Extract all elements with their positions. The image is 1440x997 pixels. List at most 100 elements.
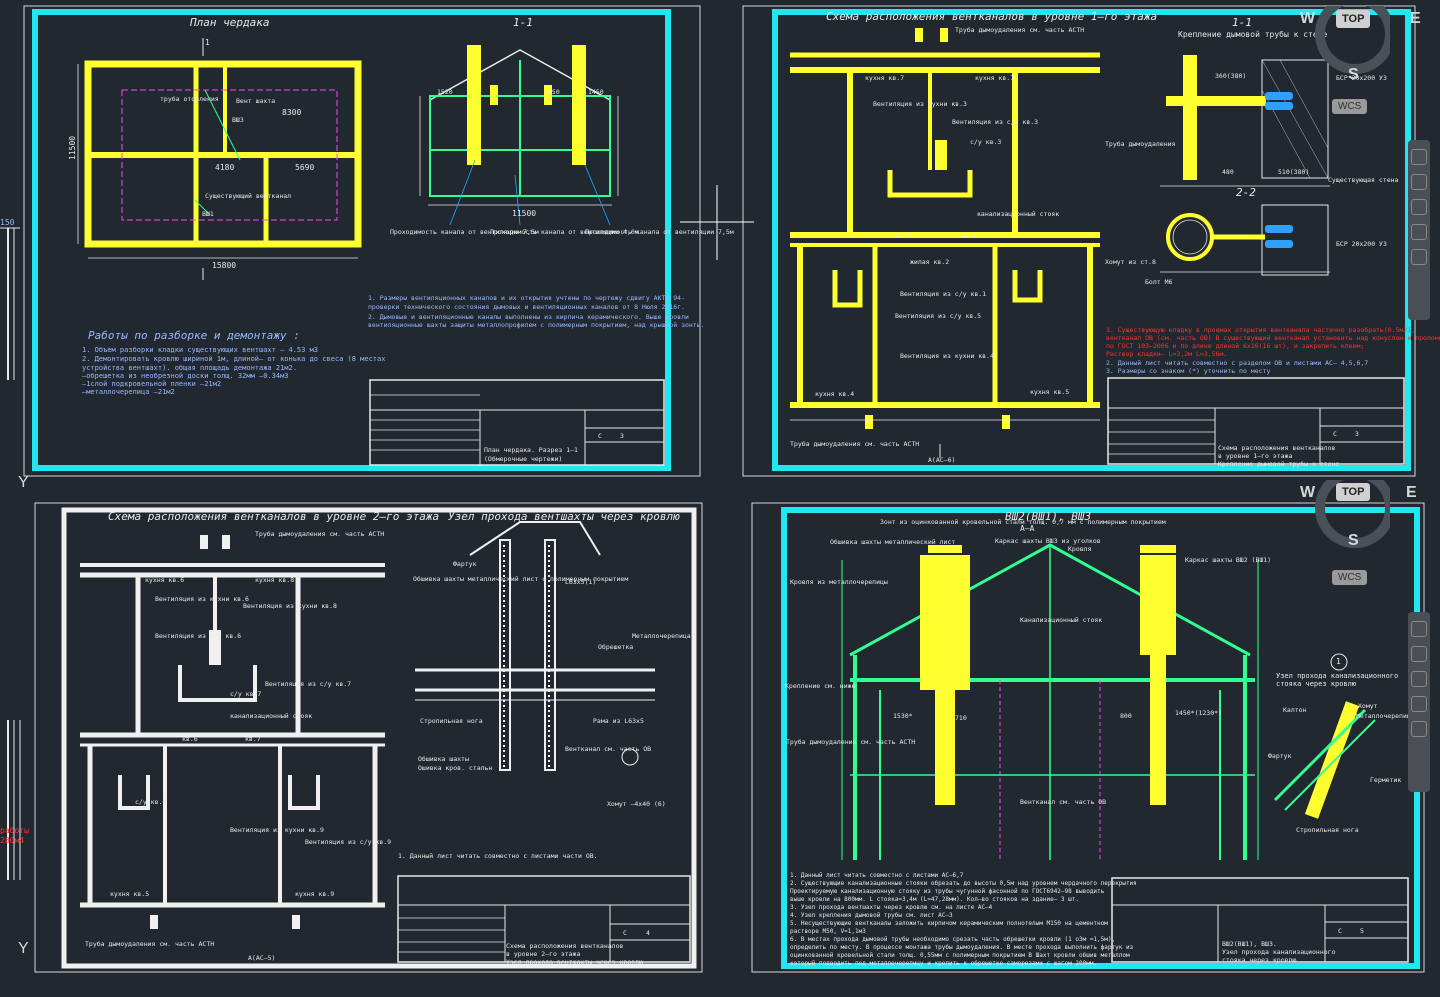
sheet4-stamp-title-a: ВШ2(ВШ1), ВШ3. — [1222, 940, 1277, 948]
sheet3-label-lathing: Обрешетка — [598, 643, 634, 651]
sheet2-label-bolt: Болт М6 — [1145, 278, 1173, 286]
compass-w-upper[interactable]: W — [1300, 10, 1316, 27]
sheet3-label-cladding: Обшивка шахты металлический лист с полим… — [413, 575, 629, 583]
sheet3-label-rafter: Стропильная нога — [420, 717, 483, 725]
sheet2-label-vent-k3: Вентиляция из кухни кв.3 — [873, 100, 967, 108]
steering-wheel-icon[interactable] — [1411, 249, 1427, 265]
sheet3-stamp-title-c: Узел прохода вентшахты через кровлю — [506, 958, 643, 966]
pan-icon[interactable] — [1411, 149, 1427, 165]
compass-e-upper[interactable]: E — [1410, 10, 1421, 27]
pan-icon-lower[interactable] — [1411, 621, 1427, 637]
compass-ring-icon-lower — [1315, 480, 1390, 548]
wcs-button-upper[interactable]: WCS — [1332, 99, 1368, 114]
ucs-y-axis-lower: Y — [18, 940, 29, 957]
sheet1-works-3: –обрешетка из необрезной доски толщ. 32м… — [82, 372, 289, 380]
navigation-bar-lower[interactable] — [1408, 612, 1430, 792]
sheet4-note-4: 3. Узел прохода вентшахты через кровлю с… — [790, 904, 993, 911]
sheet2-label-kitchen-7b: кухня кв.7 — [975, 74, 1015, 82]
sheet3-plan-title: Схема расположения вентканалов в уровне … — [108, 510, 440, 523]
wcs-button-lower[interactable]: WCS — [1332, 570, 1368, 585]
compass-ring-icon — [1315, 6, 1390, 74]
sheet2-label-living: жилая кв.2 — [910, 258, 950, 266]
sheet3-note-0: 1. Данный лист читать совместно с листам… — [398, 852, 598, 860]
sheet3-label-vent-s9: Вентиляция из с/у кв.9 — [305, 838, 392, 846]
showmotion-icon-lower[interactable] — [1411, 696, 1427, 712]
sheet4-stamp-title-b: Узел прохода канализационного — [1222, 948, 1336, 956]
sheet3-label-metal-tile: Металлочерепица — [632, 632, 691, 640]
sheet3-label-pipe-bottom: Труба дымоудаления см. часть АСТН — [85, 940, 215, 948]
sheet3-stamp-code-a: С — [623, 929, 627, 937]
sheet4-label-7: Крепление см. ниже — [785, 682, 856, 690]
sheet1-works-5: –металлочерепица –21м2 — [82, 388, 175, 396]
sheet4-dim-710: 710 — [955, 714, 967, 722]
sheet1-dim-650: 650 — [548, 88, 560, 96]
sheet4-label-18: Герметик — [1370, 776, 1402, 784]
sheet2-label-su3: с/у кв.3 — [970, 138, 1002, 146]
sheet2-label-chimney: Труба дымоудаления — [1105, 140, 1176, 148]
compass-w-lower[interactable]: W — [1300, 484, 1316, 501]
viewcube-upper[interactable]: W E S — [1300, 6, 1421, 96]
left-margin-280: 280м4 — [0, 836, 25, 845]
steering-wheel-icon-lower[interactable] — [1411, 721, 1427, 737]
sheet3-label-roof-steel: Ошивка кров. стальн — [418, 764, 493, 772]
sheet1-note-3: вентиляционные шахты защиты металлопрофи… — [368, 321, 705, 329]
crosshair-cursor — [680, 185, 754, 260]
sheet2-label-kitchen-4: кухня кв.4 — [815, 390, 855, 398]
sheet1-label-pipe: труба отопления — [160, 95, 219, 103]
sheet1-works-title: Работы по разборке и демонтажу : — [88, 329, 300, 342]
sheet4-note-10: оцинкованной кровельной стали толщ. 0,55… — [790, 952, 1130, 959]
sheet3-label-shaft-clad: Обшивка шахты — [418, 755, 469, 763]
sheet2-label-vent-s3: Вентиляция из с/у кв.3 — [952, 118, 1039, 126]
sheet1-label-shaft: Вент шахта — [236, 97, 276, 105]
sheet4-section-subtitle: А–А — [1020, 524, 1035, 533]
sheet1-note-2: 2. Дымовые и вентиляционные каналы выпол… — [368, 313, 689, 321]
sheet3-label-vent-k9: Вентиляция из кухни кв.9 — [230, 826, 324, 834]
sheet2-stamp-title-c: Крепление дымовой трубы к стене — [1218, 460, 1340, 468]
sheet2-label-pipe-bottom: Труба дымоудаления см. часть АСТН — [790, 440, 920, 448]
sheet4-label-9: Канализационный стояк — [1020, 616, 1103, 624]
sheet2-label-kitchen-5: кухня кв.5 — [1030, 388, 1070, 396]
orbit-icon-lower[interactable] — [1411, 671, 1427, 687]
sheet4-note-1: 2. Существующие канализационные стояки о… — [790, 880, 1137, 887]
sheet4-label-8: Труба дымоудаления см. часть АСТН — [786, 738, 916, 746]
viewcube-top-button-upper[interactable]: TOP — [1336, 10, 1371, 28]
ucs-y-axis-upper: Y — [18, 474, 29, 491]
sheet4-label-13: Калтон — [1283, 706, 1307, 714]
compass-e-lower[interactable]: E — [1406, 484, 1417, 501]
viewcube-top-button-lower[interactable]: TOP — [1336, 483, 1371, 501]
sheet4-dim-800: 800 — [1120, 712, 1132, 720]
sheet1-dim-11500: 11500 — [512, 209, 537, 218]
zoom-icon[interactable] — [1411, 174, 1427, 190]
sheet3-frame — [34, 502, 703, 973]
sheet1-works-0: 1. Объем разборки кладки существующих ве… — [82, 346, 319, 354]
sheet1-dim-1520: 1520 — [437, 88, 453, 96]
navigation-bar-upper[interactable] — [1408, 140, 1430, 320]
sheet3-stamp-code-b: 4 — [646, 929, 650, 937]
sheet2-label-axis-a: А(АС–6) — [928, 456, 956, 464]
zoom-icon-lower[interactable] — [1411, 646, 1427, 662]
sheet3-label-vent-canal: Вентканал см. часть ОВ — [565, 745, 652, 753]
sheet2-stamp-code-b: 3 — [1355, 430, 1359, 438]
sheet3-label-kitchen-9: кухня кв.9 — [295, 890, 335, 898]
orbit-icon[interactable] — [1411, 199, 1427, 215]
sheet2-plan-title: Схема расположения вентканалов в уровне … — [826, 10, 1158, 23]
compass-s-lower[interactable]: S — [1348, 532, 1359, 549]
sheet4-note-9: определить по месту. В процессе монтажа … — [790, 944, 1134, 951]
sheet3-label-su6: с/у кв.6 — [135, 798, 167, 806]
sheet1-dim-4180: 4180 — [215, 163, 235, 172]
sheet4-section-title: ВШ2(ВШ1), ВШ3 — [1005, 510, 1092, 523]
compass-s-upper[interactable]: S — [1348, 66, 1359, 83]
sheet3-label-vent-k6: Вентиляция из кухни кв.6 — [155, 595, 249, 603]
showmotion-icon[interactable] — [1411, 224, 1427, 240]
sheet1-works-2: устройства вентшахт). общая площадь демо… — [82, 364, 297, 372]
sheet3-label-axis-a: А(АС–5) — [248, 954, 276, 962]
sheet4-note-5: 4. Узел крепления дымовой трубы см. лист… — [790, 912, 953, 919]
sheet1-stamp-title-a: План чердака. Разрез 1–1 — [484, 446, 578, 454]
sheet1-dim-height: 11500 — [68, 135, 77, 160]
sheet2-label-pipe-top: Труба дымоудаления см. часть АСТН — [955, 26, 1085, 34]
sheet3-label-kitchen-6: кухня кв.6 — [145, 576, 185, 584]
viewcube-lower[interactable]: W E S — [1300, 480, 1417, 570]
sheet2-detail-title: 1-1 — [1232, 16, 1252, 29]
